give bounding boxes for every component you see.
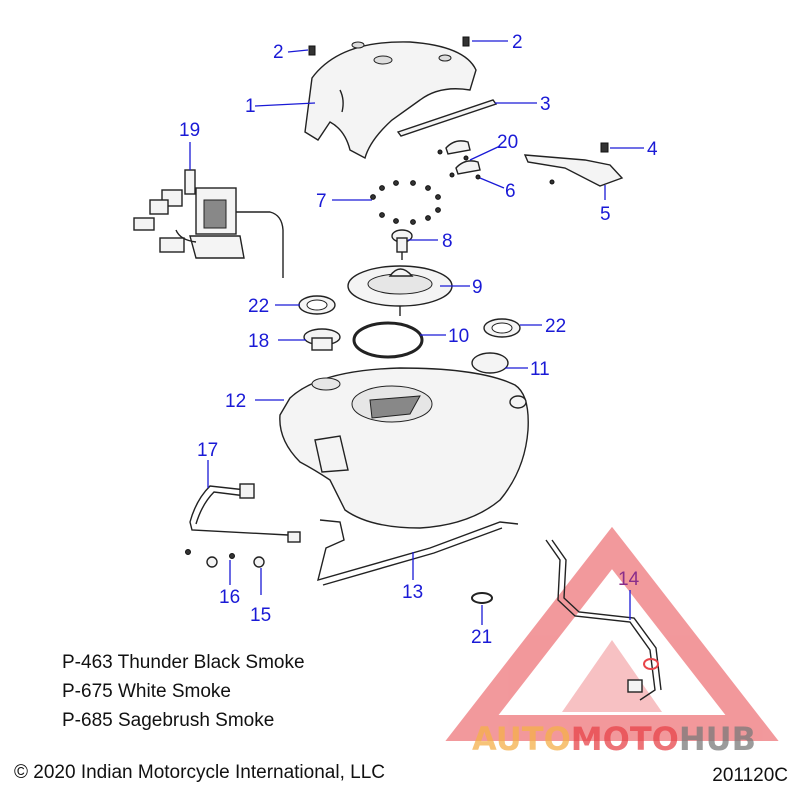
watermark-auto: AUTO: [472, 720, 571, 758]
callout-6: 6: [505, 181, 516, 202]
callout-19: 19: [179, 120, 200, 141]
callout-21: 21: [471, 627, 492, 648]
svg-text:AUTOMOTOHUB: AUTOMOTOHUB: [472, 720, 756, 758]
callout-14: 14: [618, 569, 640, 590]
part-15-clamp: [253, 556, 265, 568]
callout-9: 9: [472, 277, 483, 298]
callout-5: 5: [600, 204, 611, 225]
color-item: P-463 Thunder Black Smoke: [62, 652, 305, 673]
part-20-brackets: [437, 140, 481, 178]
callout-20: 20: [497, 132, 518, 153]
part-1-console-cover: [304, 41, 477, 160]
callout-2-left: 2: [273, 42, 284, 63]
callout-10: 10: [448, 326, 469, 347]
copyright-notice: © 2020 Indian Motorcycle International, …: [14, 762, 385, 783]
watermark-wordmark: AUTOMOTOHUB: [472, 720, 756, 758]
callout-16: 16: [219, 587, 240, 608]
part-10-gasket: [352, 321, 424, 359]
color-item: P-675 White Smoke: [62, 681, 231, 702]
part-2-screws: [308, 36, 470, 56]
part-21-clip: [471, 592, 493, 604]
part-17-hose: [189, 483, 301, 543]
part-22-seal-right: [483, 318, 521, 338]
callout-13: 13: [402, 582, 423, 603]
part-22-seal-left: [298, 295, 336, 315]
drawing-code: 201120C: [712, 765, 788, 786]
watermark-moto: MOTO: [571, 720, 679, 758]
watermark-hub: HUB: [679, 720, 756, 758]
part-12-fuel-tank: [279, 367, 529, 529]
part-7-bolt-ring: [370, 180, 441, 225]
callout-22-left: 22: [248, 296, 269, 317]
part-3-trim-strip: [396, 99, 498, 137]
callout-1: 1: [245, 96, 256, 117]
part-11-cover: [471, 352, 509, 374]
part-19-fuel-pump-assembly: [133, 169, 284, 278]
part-6-screws: [475, 174, 555, 185]
callout-18: 18: [248, 331, 269, 352]
callout-22-right: 22: [545, 316, 566, 337]
part-14-crossover-line: [545, 539, 662, 701]
callout-12: 12: [225, 391, 246, 412]
part-4-screw: [600, 142, 609, 153]
callout-11: 11: [530, 359, 550, 380]
part-9-pump-flange: [347, 265, 453, 316]
part-18-fuel-cap: [303, 328, 341, 351]
callout-4: 4: [647, 139, 658, 160]
color-item: P-685 Sagebrush Smoke: [62, 710, 275, 731]
part-5-plate: [523, 154, 624, 187]
callout-2-right: 2: [512, 32, 523, 53]
paint-color-list: P-463 Thunder Black Smoke P-675 White Sm…: [62, 648, 305, 735]
callout-3: 3: [540, 94, 551, 115]
callout-15: 15: [250, 605, 271, 626]
callout-17: 17: [197, 440, 218, 461]
leader-lines: [189, 40, 644, 625]
part-8-fuel-sender: [391, 229, 413, 260]
callout-7: 7: [316, 191, 327, 212]
watermark-logo: [445, 526, 779, 741]
part-13-vent-line: [317, 519, 519, 586]
callout-8: 8: [442, 231, 453, 252]
part-16-clamp: [185, 549, 235, 568]
